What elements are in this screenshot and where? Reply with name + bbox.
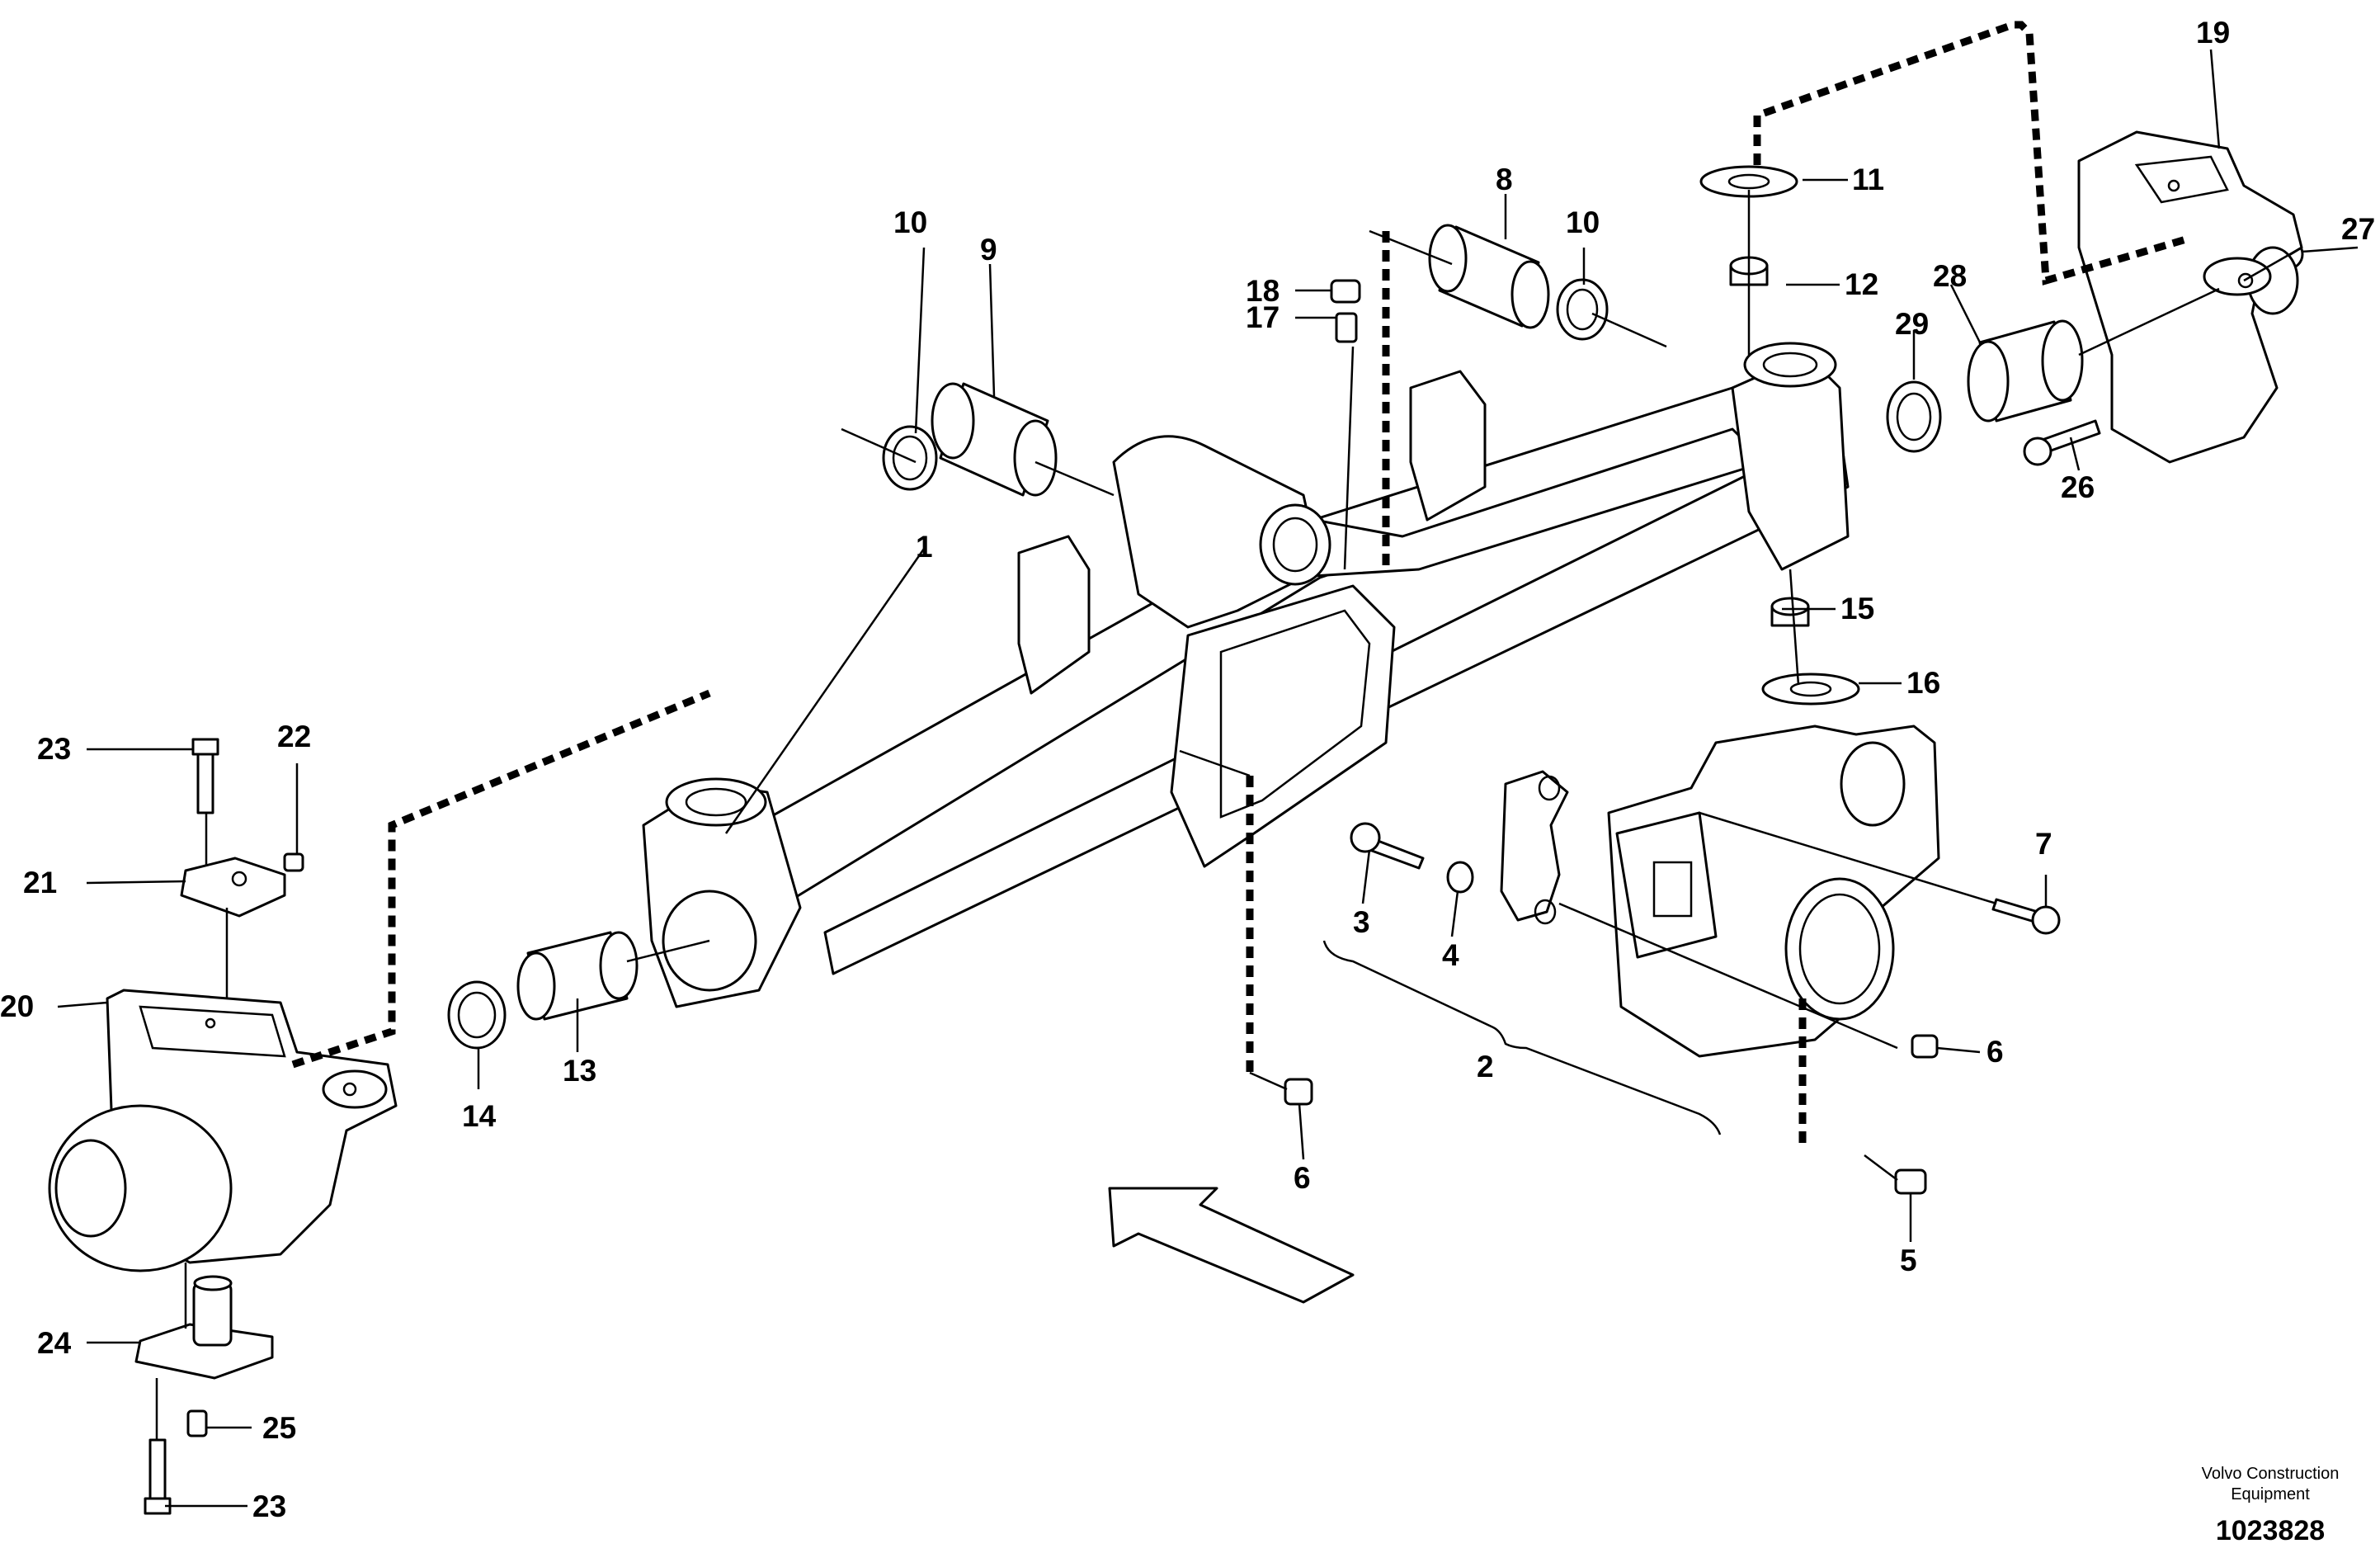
washer-4: [1446, 861, 1474, 894]
label-15: 15: [1840, 592, 1874, 625]
dashed-outline-left: [291, 689, 711, 1069]
seal-10-right: [1556, 278, 1609, 341]
bushing-9: [931, 382, 1058, 497]
label-19: 19: [2196, 16, 2230, 50]
clamp-bracket: [1500, 770, 1569, 925]
bolt-23-top: [191, 738, 219, 814]
seal-14: [447, 980, 507, 1050]
label-10-right: 10: [1566, 205, 1600, 239]
direction-arrow: [1108, 1187, 1355, 1304]
label-5: 5: [1900, 1244, 1917, 1277]
label-8: 8: [1496, 163, 1513, 196]
washer-16: [1761, 673, 1860, 706]
label-9: 9: [980, 233, 997, 267]
publisher-name-line2: Equipment: [2231, 1485, 2310, 1503]
assembly-brace-2: [1322, 940, 1722, 1135]
bolt-7: [1991, 898, 2061, 935]
label-17: 17: [1246, 300, 1280, 334]
label-24: 24: [37, 1326, 72, 1360]
grease-nipple-25: [186, 1409, 208, 1437]
label-27: 27: [2341, 212, 2375, 246]
label-7: 7: [2035, 827, 2052, 861]
label-23-top: 23: [37, 732, 71, 766]
label-25: 25: [262, 1411, 296, 1445]
label-6-right: 6: [1986, 1035, 2004, 1069]
label-10-left: 10: [893, 205, 927, 239]
carrier-housing: [1607, 725, 1940, 1058]
label-21: 21: [23, 866, 57, 899]
bushing-15: [1770, 597, 1810, 627]
nipple-17: [1335, 312, 1358, 343]
label-16: 16: [1906, 666, 1940, 700]
grease-nipple-22: [283, 852, 304, 872]
leader-lines: [57, 49, 2359, 1508]
bolt-3: [1350, 822, 1425, 870]
plug-18: [1330, 279, 1361, 304]
plate-24: [134, 1275, 274, 1380]
label-2: 2: [1477, 1050, 1494, 1083]
steering-knuckle-right: [2077, 130, 2303, 464]
dashed-outline-top-right: [1753, 21, 2188, 286]
center-lines: [155, 190, 2302, 1440]
bolt-26: [2023, 419, 2101, 466]
seal-29: [1886, 380, 1942, 453]
label-3: 3: [1353, 905, 1370, 939]
steering-knuckle-left: [48, 989, 398, 1272]
label-14: 14: [462, 1099, 497, 1133]
label-20: 20: [0, 989, 34, 1023]
label-1: 1: [916, 530, 933, 564]
label-12: 12: [1845, 267, 1878, 301]
label-26: 26: [2061, 470, 2095, 504]
publisher-name-line1: Volvo Construction: [2201, 1465, 2340, 1483]
bushing-8: [1428, 224, 1550, 329]
bolt-23-bottom: [144, 1438, 172, 1515]
plug-6-right: [1911, 1034, 1939, 1059]
label-4: 4: [1442, 938, 1459, 972]
label-23-bottom: 23: [252, 1489, 286, 1523]
part-labels: 1 2 3 4 5 6 6 7 8 9 10 10 11 12 13 14 15…: [0, 16, 2375, 1523]
label-22: 22: [277, 720, 311, 753]
seal-10-left: [882, 425, 938, 491]
plug-6-left: [1284, 1078, 1313, 1106]
label-29: 29: [1895, 307, 1929, 341]
label-28: 28: [1933, 259, 1967, 293]
label-18: 18: [1246, 274, 1280, 308]
axle-beam: [642, 342, 1850, 1008]
plug-5: [1894, 1168, 1927, 1195]
label-6-left: 6: [1294, 1161, 1311, 1195]
plate-21: [180, 857, 286, 918]
bushing-28: [1967, 319, 2084, 422]
label-11: 11: [1852, 163, 1884, 196]
drawing-number: 1023828: [2215, 1515, 2326, 1546]
label-13: 13: [563, 1054, 596, 1088]
bushing-13: [516, 931, 639, 1021]
